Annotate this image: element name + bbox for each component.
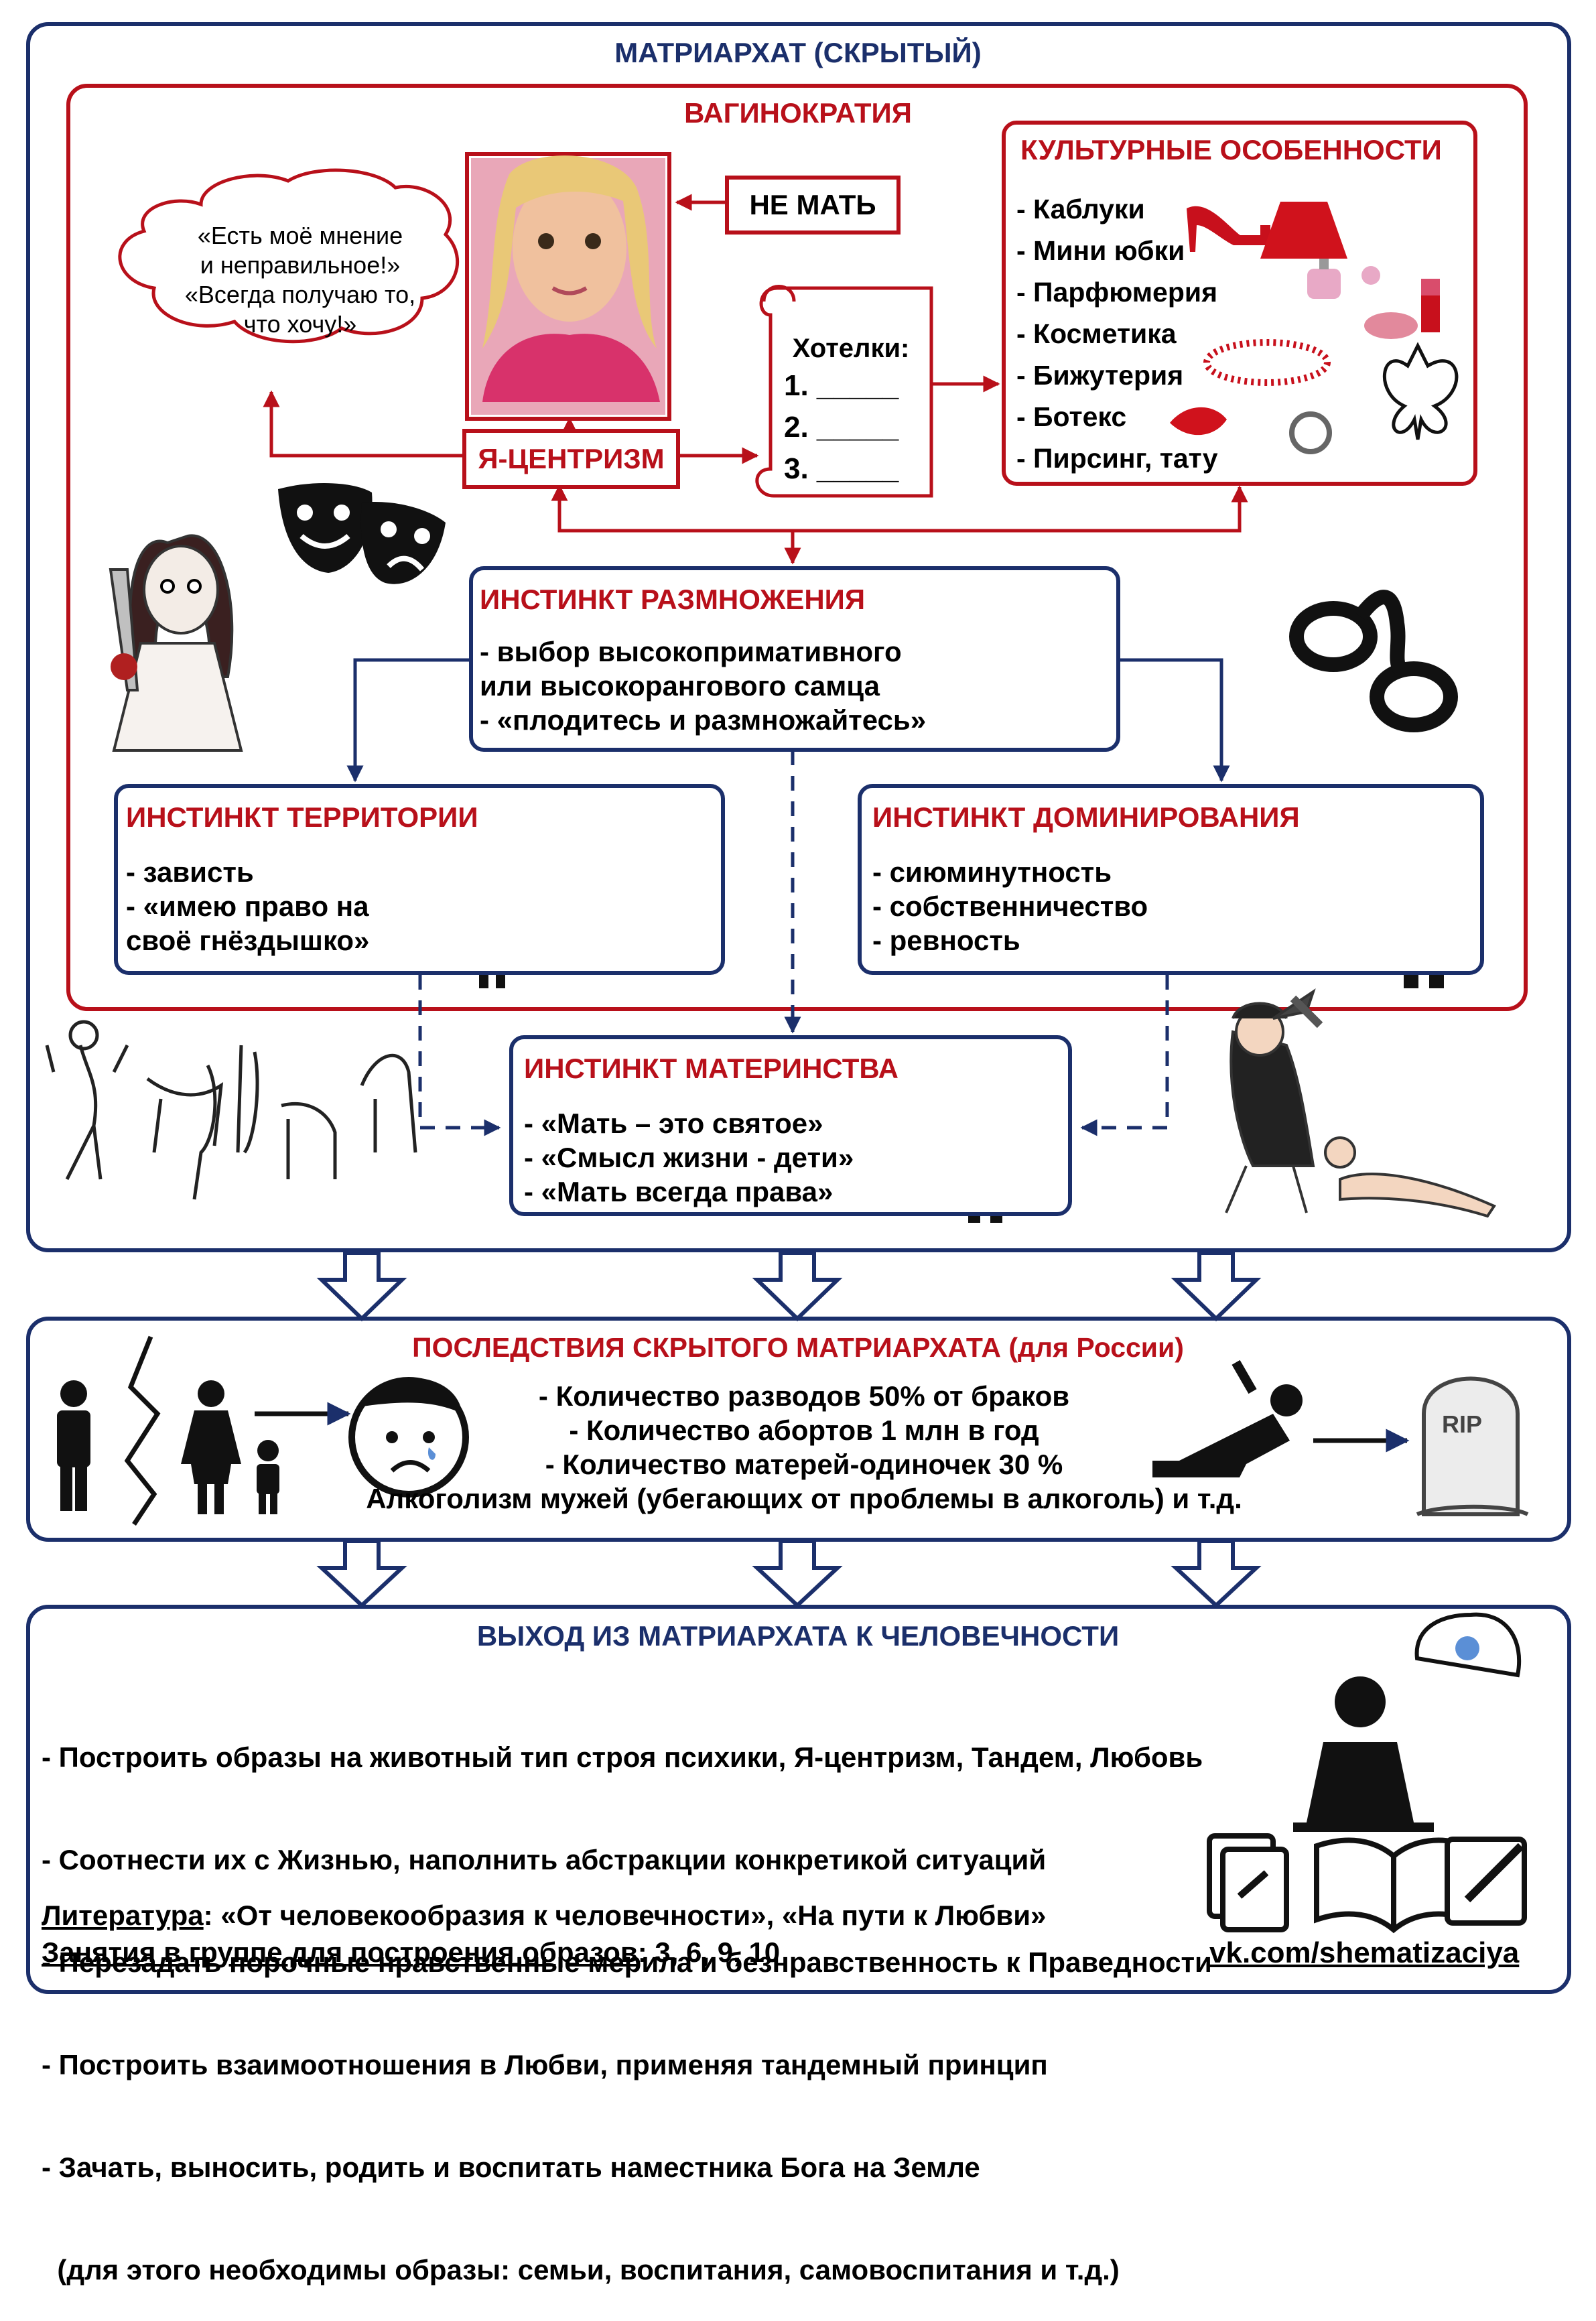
classes-label: Занятия в группе для построения образов bbox=[42, 1936, 638, 1968]
cultural-icons bbox=[1170, 202, 1459, 454]
down-arrows-row1 bbox=[316, 1251, 1262, 1322]
cave-drawing-illustration bbox=[45, 1020, 417, 1200]
tombstone-icon bbox=[1416, 1376, 1529, 1516]
thought-cloud bbox=[118, 168, 459, 344]
drunk-man-icon bbox=[1152, 1360, 1303, 1477]
territory-instinct-box: ИНСТИНКТ ТЕРРИТОРИИ - зависть - «имею пр… bbox=[114, 784, 725, 975]
exit-title: ВЫХОД ИЗ МАТРИАРХАТА К ЧЕЛОВЕЧНОСТИ bbox=[476, 1620, 1120, 1652]
theater-masks-icon bbox=[278, 482, 446, 584]
wishes-list: Хотелки: 1. _____ 2. _____ 3. _____ bbox=[784, 334, 910, 485]
not-mother-box: НЕ МАТЬ bbox=[725, 176, 901, 235]
vk-link[interactable]: vk.com/shematizaciya bbox=[1209, 1936, 1520, 1969]
man-icon-consequences bbox=[57, 1380, 90, 1511]
caveman-club-illustration bbox=[1225, 988, 1496, 1218]
lipstick-icon bbox=[1364, 279, 1440, 339]
vaginocracy-title: ВАГИНОКРАТИЯ bbox=[684, 97, 912, 129]
consequences-list: - Количество разводов 50% от браков - Ко… bbox=[366, 1380, 1242, 1514]
crying-face-icon bbox=[348, 1377, 469, 1498]
vaginocracy-frame bbox=[66, 84, 1528, 1011]
cultural-features-box: КУЛЬТУРНЫЕ ОСОБЕННОСТИ - Каблуки - Мини … bbox=[1002, 121, 1477, 486]
domination-instinct-box: ИНСТИНКТ ДОМИНИРОВАНИЯ - сиюминутность -… bbox=[858, 784, 1484, 975]
skirt-icon bbox=[1260, 202, 1347, 259]
handcuffs-icon bbox=[1289, 590, 1458, 732]
matriarchy-frame bbox=[26, 22, 1571, 1252]
classes-line: Занятия в группе для построения образов:… bbox=[42, 1936, 781, 1968]
mother-child-icon bbox=[181, 1380, 279, 1514]
literature-line: Литература: «От человекообразия к челове… bbox=[42, 1900, 1047, 1931]
cultural-list: - Каблуки - Мини юбки - Парфюмерия - Кос… bbox=[1016, 194, 1218, 474]
lips-icon bbox=[1170, 407, 1227, 436]
exit-frame bbox=[26, 1605, 1571, 1994]
open-book-icon bbox=[1314, 1837, 1473, 1934]
notepad-pen-icon bbox=[1445, 1837, 1527, 1926]
rip-label: RIP bbox=[1442, 1410, 1483, 1438]
broken-bond-icon bbox=[124, 1335, 161, 1526]
motherhood-instinct-box: ИНСТИНКТ МАТЕРИНСТВА - «Мать – это свято… bbox=[509, 1035, 1072, 1216]
butterfly-icon bbox=[1382, 342, 1459, 440]
page-title: МАТРИАРХАТ (СКРЫТЫЙ) bbox=[614, 37, 982, 68]
reproduction-instinct-box: ИНСТИНКТ РАЗМНОЖЕНИЯ - выбор высокоприма… bbox=[469, 566, 1120, 752]
document-link-icon bbox=[1207, 1833, 1289, 1932]
high-heel-icon bbox=[1187, 206, 1270, 252]
thinking-woman-icon bbox=[1293, 1612, 1522, 1832]
piercing-ring-icon bbox=[1289, 411, 1332, 454]
consequences-frame bbox=[26, 1317, 1571, 1542]
literature-label: Литература bbox=[42, 1900, 204, 1931]
exit-list: - Построить образы на животный тип строя… bbox=[42, 1741, 1212, 2285]
perfume-icon bbox=[1307, 259, 1380, 299]
ego-centrism-box: Я-ЦЕНТРИЗМ bbox=[462, 429, 680, 489]
creepy-girl-illustration bbox=[109, 534, 243, 752]
beads-icon bbox=[1203, 339, 1331, 386]
consequences-title: ПОСЛЕДСТВИЯ СКРЫТОГО МАТРИАРХАТА (для Ро… bbox=[412, 1332, 1184, 1363]
down-arrows-row2 bbox=[316, 1539, 1262, 1609]
thought-text: «Есть моё мнение и неправильное!» «Всегд… bbox=[184, 222, 416, 338]
